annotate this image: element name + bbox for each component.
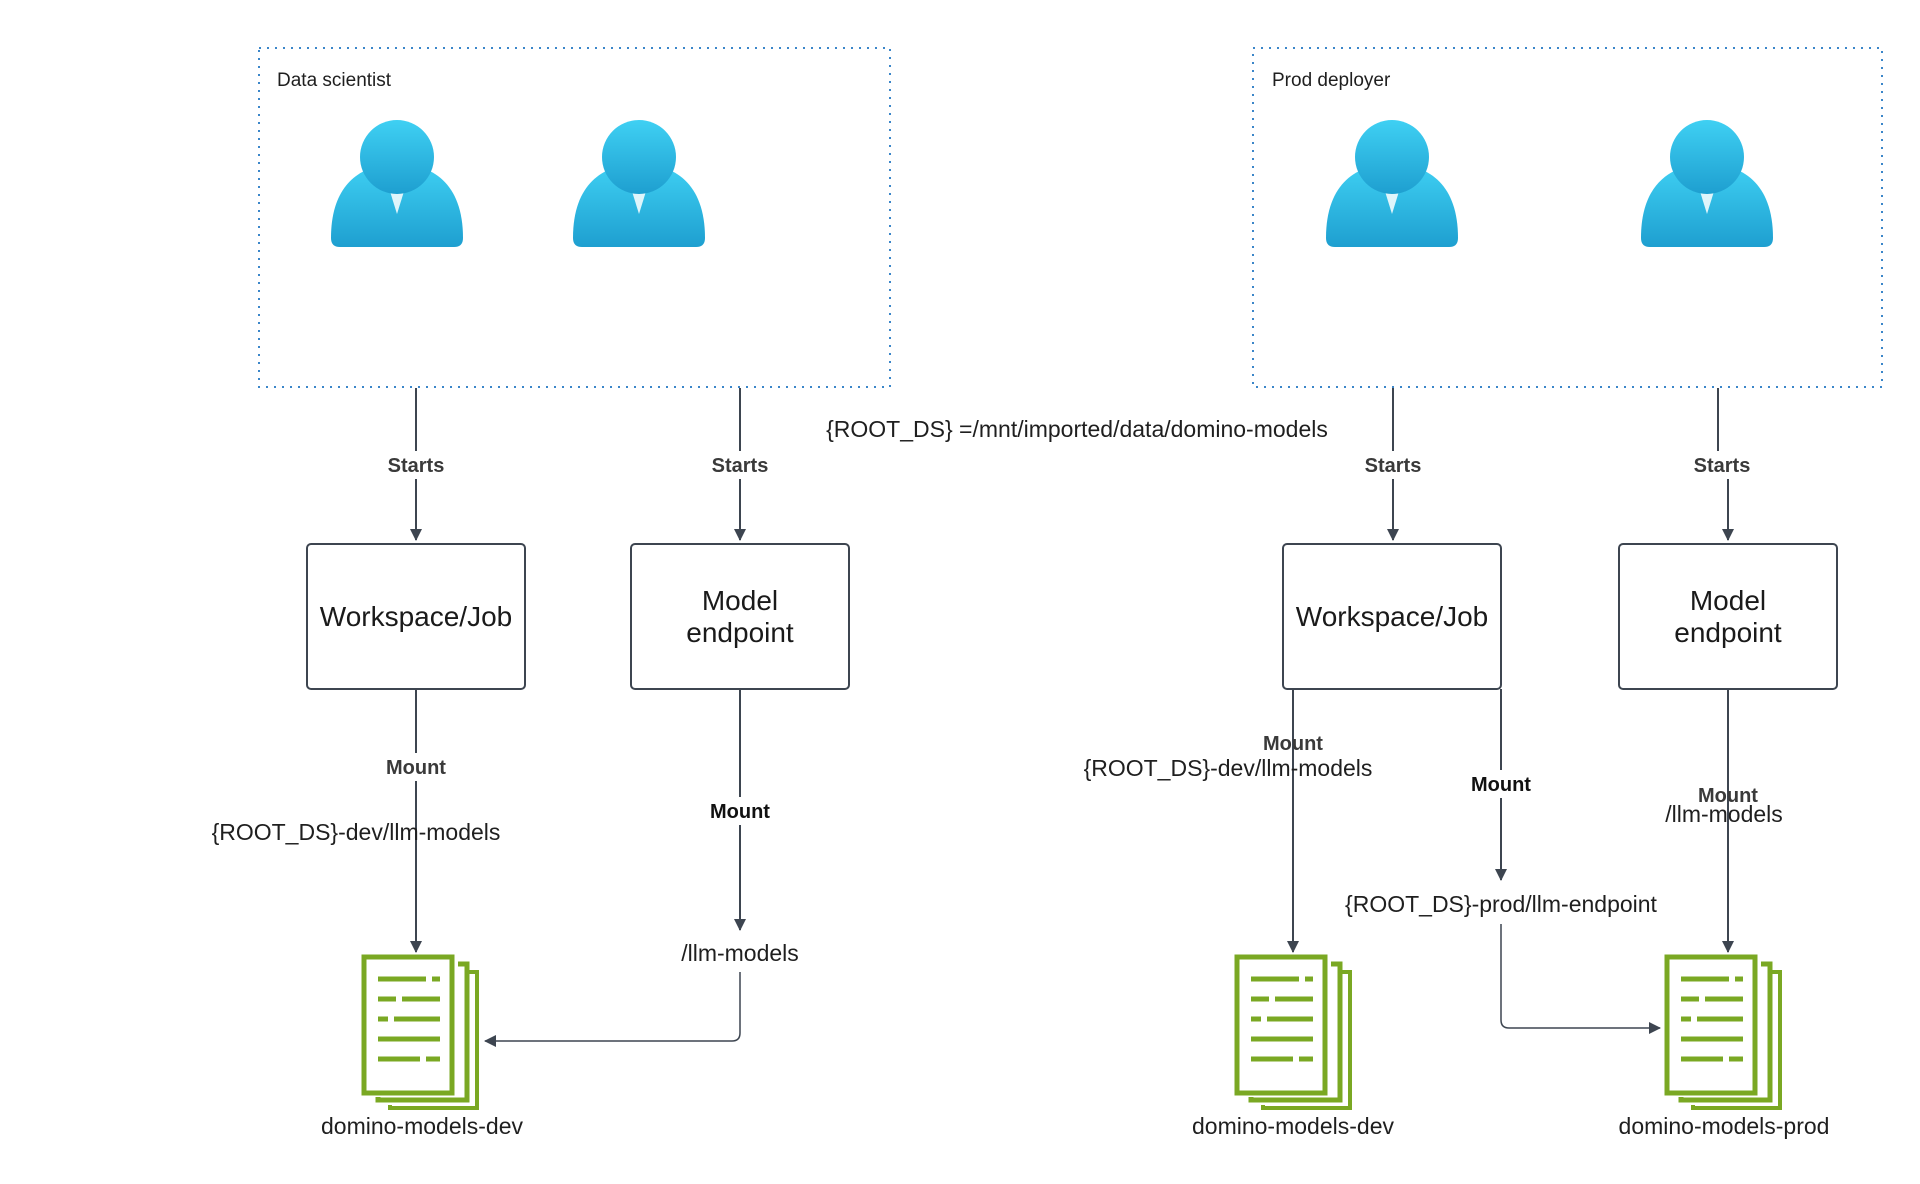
edge-label-mount: Mount xyxy=(710,801,770,823)
mount-path-label: {ROOT_DS}-dev/llm-models xyxy=(212,819,501,845)
dataset-domino-models-prod-right: domino-models-prod xyxy=(1619,957,1830,1139)
workspace-job-box-left: Workspace/Job xyxy=(306,543,526,690)
edge-label-starts: Starts xyxy=(712,455,769,477)
mount-path-label: {ROOT_DS}-dev/llm-models xyxy=(1084,755,1373,781)
mount-path-label: /llm-models xyxy=(681,940,799,966)
dataset-domino-models-dev-right: domino-models-dev xyxy=(1192,957,1394,1139)
data-scientist-group: Data scientist xyxy=(258,47,891,388)
mount-path-label: /llm-models xyxy=(1665,801,1783,827)
model-endpoint-label-line1: Model xyxy=(1690,585,1766,616)
dataset-domino-models-dev-left: domino-models-dev xyxy=(321,957,523,1139)
edge-mount-workspace-left: Mount {ROOT_DS}-dev/llm-models xyxy=(212,689,501,953)
edge-label-mount: Mount xyxy=(386,757,446,779)
workspace-job-box-right: Workspace/Job xyxy=(1282,543,1502,690)
edge-starts-workspace-right: Starts xyxy=(1357,388,1429,541)
user-icon xyxy=(573,120,705,247)
group-title-prod-deployer: Prod deployer xyxy=(1272,70,1391,91)
edge-label-starts: Starts xyxy=(1694,455,1751,477)
mount-path-label: {ROOT_DS}-prod/llm-endpoint xyxy=(1345,891,1658,917)
edge-mount-model-left: Mount /llm-models xyxy=(484,689,799,1047)
root-ds-definition: {ROOT_DS} =/mnt/imported/data/domino-mod… xyxy=(826,416,1328,442)
dataset-label: domino-models-dev xyxy=(1192,1113,1394,1139)
edge-mount-workspace-prod-right: Mount {ROOT_DS}-prod/llm-endpoint xyxy=(1345,689,1661,1034)
workspace-job-label: Workspace/Job xyxy=(320,601,512,632)
edge-label-mount: Mount xyxy=(1471,774,1531,796)
edge-label-starts: Starts xyxy=(1365,455,1422,477)
edge-starts-workspace-left: Starts xyxy=(380,388,452,541)
document-stack-icon xyxy=(1237,957,1350,1108)
edge-mount-model-prod-right: Mount /llm-models xyxy=(1665,689,1783,953)
document-stack-icon xyxy=(364,957,477,1108)
edge-label-mount: Mount xyxy=(1698,785,1758,807)
model-endpoint-box-right: Model endpoint xyxy=(1618,543,1838,690)
group-title-data-scientist: Data scientist xyxy=(277,70,392,91)
model-endpoint-label-line2: endpoint xyxy=(1674,617,1782,648)
model-endpoint-label-line2: endpoint xyxy=(686,617,794,648)
user-icon xyxy=(1326,120,1458,247)
model-endpoint-label-line1: Model xyxy=(702,585,778,616)
edge-mount-workspace-dev-right: Mount {ROOT_DS}-dev/llm-models xyxy=(1084,689,1373,953)
dataset-label: domino-models-prod xyxy=(1619,1113,1830,1139)
edge-starts-model-left: Starts xyxy=(704,388,776,541)
document-stack-icon xyxy=(1667,957,1780,1108)
workspace-job-label: Workspace/Job xyxy=(1296,601,1488,632)
prod-deployer-group: Prod deployer xyxy=(1252,47,1883,388)
edge-starts-model-right: Starts xyxy=(1686,388,1758,541)
model-endpoint-box-left: Model endpoint xyxy=(630,543,850,690)
edge-label-mount: Mount xyxy=(1263,733,1323,755)
user-icon xyxy=(1641,120,1773,247)
edge-label-starts: Starts xyxy=(388,455,445,477)
dataset-label: domino-models-dev xyxy=(321,1113,523,1139)
user-icon xyxy=(331,120,463,247)
